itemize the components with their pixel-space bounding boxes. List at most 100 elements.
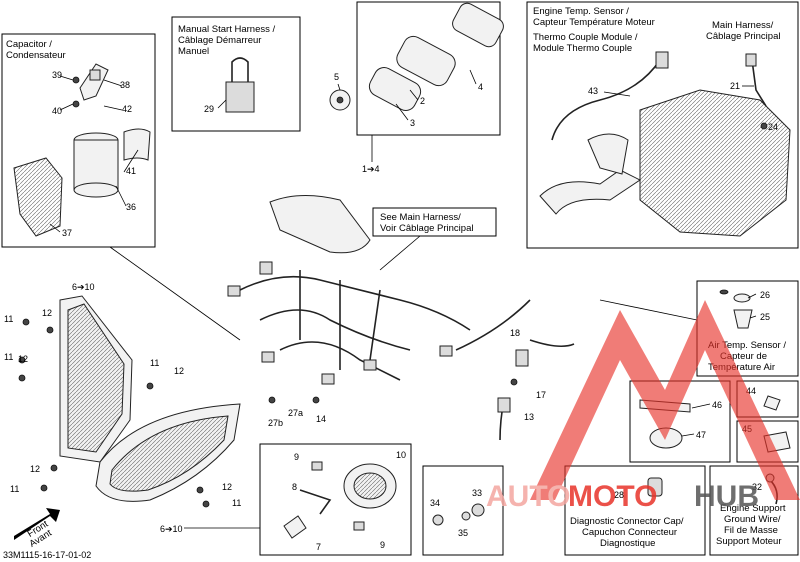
label-38: 38 — [120, 80, 130, 90]
exhaust-manifold — [587, 133, 629, 175]
harness-loop — [231, 57, 249, 84]
watermark-logo-shape — [530, 300, 800, 500]
label-12-d: 12 — [30, 464, 40, 474]
thermo-module — [655, 51, 669, 69]
bulb-7 — [283, 515, 307, 539]
engine-support-title-fr2: Support Moteur — [716, 536, 781, 547]
diag-cap-title: Diagnostic Connector Cap/ — [570, 516, 684, 527]
bulb-group: 9 10 8 7 9 — [259, 443, 412, 556]
air-temp-sensor-25 — [733, 309, 753, 329]
label-18: 18 — [510, 328, 520, 338]
fuse-box-group: 34 33 35 — [422, 465, 504, 556]
label-9-a: 9 — [294, 452, 299, 462]
harness-drops — [299, 270, 381, 370]
bulb-9-a — [311, 461, 323, 471]
diag-cap-28 — [647, 477, 663, 497]
label-44: 44 — [746, 386, 756, 396]
label-12-a: 12 — [42, 308, 52, 318]
label-8: 8 — [292, 482, 297, 492]
capacitor-title: Capacitor / — [6, 39, 52, 50]
main-harness-title-fr: Câblage Principal — [706, 31, 780, 42]
watermark-text-a: AUTO — [486, 480, 570, 513]
manual-start-group: Manual Start Harness / Câblage Démarreur… — [171, 16, 301, 132]
sensor-wire-21 — [751, 59, 767, 107]
label-17: 17 — [536, 390, 546, 400]
gauge-gasket-4 — [452, 2, 504, 48]
label-39: 39 — [52, 70, 62, 80]
exhaust-pipe — [539, 169, 641, 215]
label-40: 40 — [52, 106, 62, 116]
fuse-box — [422, 465, 504, 556]
engine-support-title-2: Ground Wire/ — [724, 514, 781, 525]
air-temp-title-fr1: Capteur de — [720, 351, 767, 362]
front-arrow: Front Avant — [14, 508, 60, 550]
watermark: AUTO MOTO HUB — [486, 300, 800, 513]
thermo-title: Thermo Couple Module / — [533, 32, 638, 43]
label-42: 42 — [122, 104, 132, 114]
label-12-c: 12 — [174, 366, 184, 376]
left-headlight-reflector — [67, 303, 125, 453]
bracket-hole — [89, 69, 101, 81]
instrument-housing — [269, 194, 371, 254]
main-harness-title: Main Harness/ — [712, 20, 774, 31]
main-harness-group: See Main Harness/ Voir Câblage Principal… — [109, 194, 497, 428]
label-43: 43 — [588, 86, 598, 96]
label-3: 3 — [410, 118, 415, 128]
capacitor-title-fr: Condensateur — [6, 50, 66, 61]
label-5: 5 — [334, 72, 339, 82]
capacitor-group: Capacitor / Condensateur 39 40 38 42 41 … — [1, 33, 156, 248]
label-7: 7 — [316, 542, 321, 552]
capacitor-bottom — [73, 182, 119, 198]
diag-cap-title-fr1: Capuchon Connecteur — [582, 527, 677, 538]
gauge-cluster-2 — [396, 35, 456, 87]
harness-connector-29 — [225, 81, 255, 113]
label-11-e: 11 — [232, 498, 241, 508]
manual-start-title-fr1: Câblage Démarreur — [178, 35, 261, 46]
label-33: 33 — [472, 488, 482, 498]
manual-start-title: Manual Start Harness / — [178, 24, 276, 35]
harness-wire-1 — [239, 275, 471, 331]
label-41: 41 — [126, 166, 136, 176]
label-35: 35 — [458, 528, 468, 538]
see-main-title: See Main Harness/ — [380, 212, 461, 223]
air-temp-title: Air Temp. Sensor / — [708, 340, 786, 351]
label-25: 25 — [760, 312, 770, 322]
label-11-d: 11 — [10, 484, 19, 494]
engine-support-title-fr1: Fil de Masse — [724, 525, 778, 536]
diag-cap-title-fr2: Diagnostique — [600, 538, 655, 549]
see-main-box — [372, 207, 497, 237]
label-27b: 27b — [268, 418, 283, 428]
label-32: 32 — [752, 482, 762, 492]
nut-40 — [72, 100, 80, 108]
label-47: 47 — [696, 430, 706, 440]
sensor-24 — [760, 122, 768, 130]
label-11-b: 11 — [4, 352, 13, 362]
label-13: 13 — [524, 412, 534, 422]
label-21: 21 — [730, 81, 740, 91]
label-28: 28 — [614, 490, 624, 500]
diag-cap-group: 28 Diagnostic Connector Cap/ Capuchon Co… — [564, 465, 706, 556]
sensor-wiring-group: 18 17 13 — [455, 299, 575, 441]
headlight-group: 6➔10 12 11 11 12 11 12 12 11 12 11 6➔10 … — [4, 282, 260, 550]
label-12-e: 12 — [222, 482, 232, 492]
label-11-a: 11 — [4, 314, 13, 324]
engine-temp-title: Engine Temp. Sensor / — [533, 6, 629, 17]
label-4: 4 — [478, 82, 483, 92]
clip-8 — [299, 489, 332, 515]
holder-37 — [13, 157, 63, 237]
thermo-wire-43 — [551, 59, 661, 141]
engine-block — [639, 89, 791, 237]
coiled-cable-18 — [529, 339, 575, 348]
engine-support-title: Engine Support — [720, 503, 786, 514]
label-14: 14 — [316, 414, 326, 424]
see-main-title-fr: Voir Câblage Principal — [380, 223, 473, 234]
label-36: 36 — [126, 202, 136, 212]
label-24: 24 — [768, 122, 778, 132]
label-6-to-10-a: 6➔10 — [72, 282, 95, 292]
label-46: 46 — [712, 400, 722, 410]
sleeve-41 — [123, 128, 151, 161]
gauge-bezel-3 — [368, 67, 422, 111]
label-9-b: 9 — [380, 540, 385, 550]
fuse-27a — [268, 396, 276, 404]
